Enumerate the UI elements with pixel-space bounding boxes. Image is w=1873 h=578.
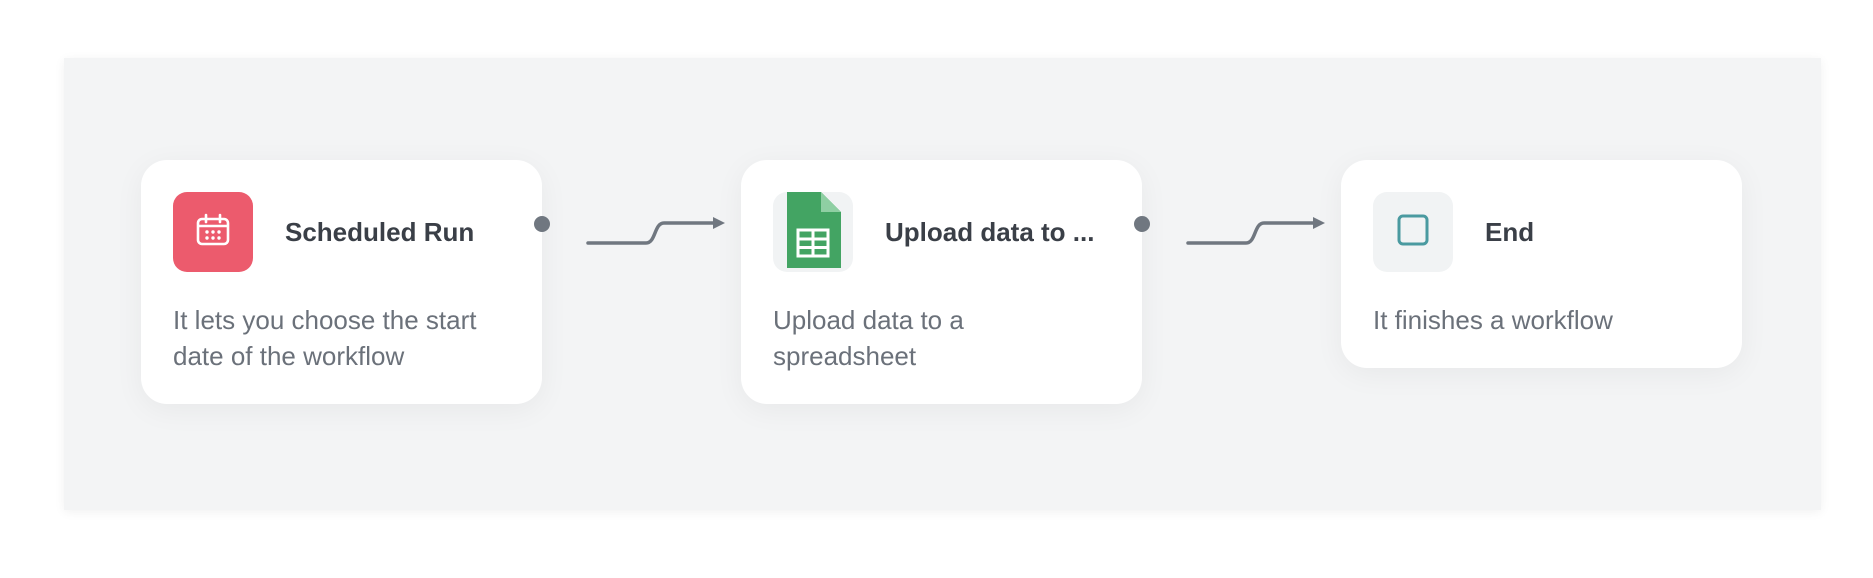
node-description: It lets you choose the start date of the… [173,305,477,371]
output-port[interactable] [1134,216,1150,232]
google-sheets-icon [783,190,843,275]
node-header: Upload data to ... [773,190,1110,275]
node-icon-tile [1373,192,1453,272]
connector-arrow [586,217,725,245]
node-title: Scheduled Run [285,216,475,247]
node-end[interactable]: End It finishes a workflow [1341,160,1742,368]
node-header: End [1373,192,1710,272]
end-square-icon [1396,213,1430,252]
output-port[interactable] [534,216,550,232]
node-scheduled-run[interactable]: Scheduled Run It lets you choose the sta… [141,160,542,404]
node-description: Upload data to a spreadsheet [773,305,964,371]
calendar-icon [195,212,231,253]
node-upload-data[interactable]: Upload data to ... Upload data to a spre… [741,160,1142,404]
node-description: It finishes a workflow [1373,305,1613,335]
node-icon-tile [773,190,853,275]
node-title: Upload data to ... [885,216,1095,247]
node-header: Scheduled Run [173,192,510,272]
connector-arrow [1186,217,1325,245]
node-title: End [1485,216,1535,247]
node-icon-tile [173,192,253,272]
